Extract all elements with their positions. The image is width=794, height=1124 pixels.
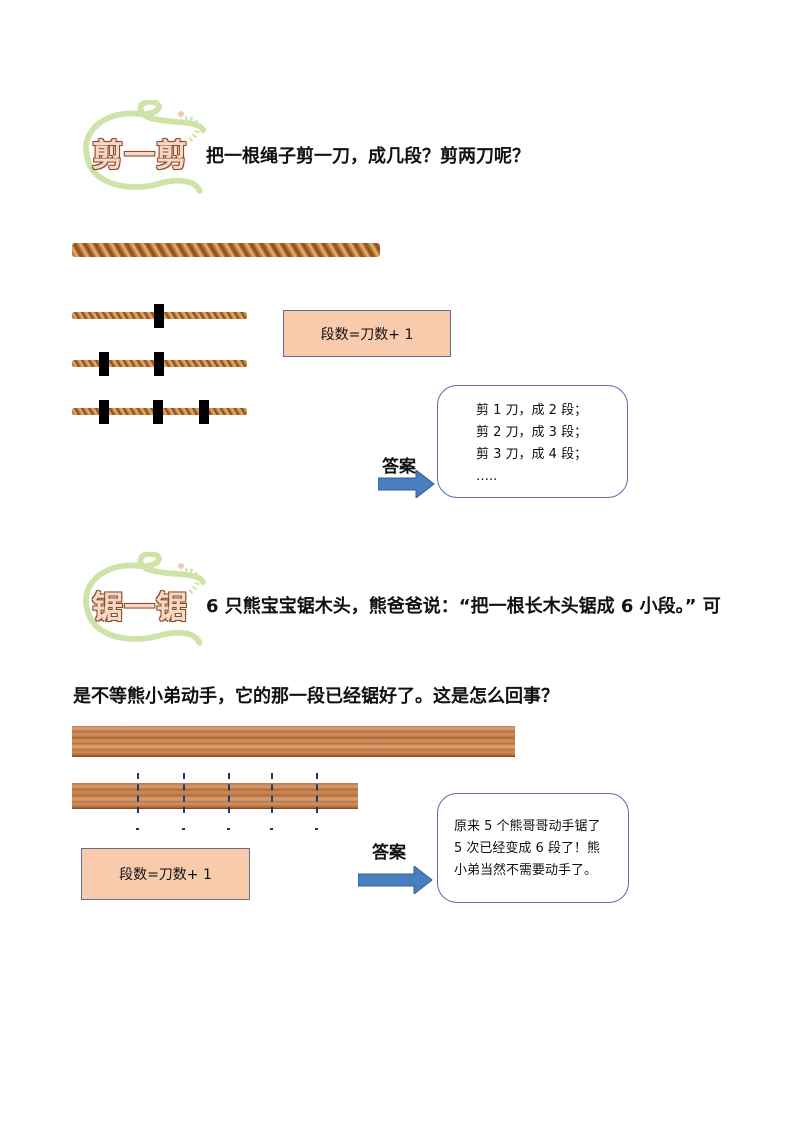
formula-text: 段数=刀数+ 1: [320, 326, 414, 343]
answer-line: 剪 2 刀，成 3 段；: [476, 425, 588, 440]
sawed-log: [72, 783, 358, 809]
badge-saw: 锯一锯: [78, 552, 208, 648]
answer-line: 原来 5 个熊哥哥动手锯了: [454, 819, 601, 834]
badge-cut: 剪一剪: [78, 100, 208, 196]
cut-mark: [154, 352, 164, 376]
answer-line: …..: [476, 469, 498, 484]
answer-label: 答案: [372, 843, 406, 863]
answer-line: 剪 3 刀，成 4 段；: [476, 447, 588, 462]
long-log: [72, 726, 515, 757]
answer-bubble: 剪 1 刀，成 2 段； 剪 2 刀，成 3 段； 剪 3 刀，成 4 段； ……: [437, 385, 628, 498]
saw-tick: [270, 828, 273, 830]
answer-line: 5 次已经变成 6 段了！熊: [454, 841, 600, 856]
cut-mark: [153, 400, 163, 424]
section1-question: 把一根绳子剪一刀，成几段？剪两刀呢？: [206, 146, 530, 167]
rope-frame-icon: [83, 100, 206, 195]
section2-question-line1: 6 只熊宝宝锯木头，熊爸爸说：“把一根长木头锯成 6 小段。” 可: [206, 596, 721, 617]
arrow-right-icon: [378, 470, 435, 498]
saw-line: [137, 773, 139, 813]
section2-question-line2: 是不等熊小弟动手，它的那一段已经锯好了。这是怎么回事？: [73, 686, 559, 707]
answer-bubble: 原来 5 个熊哥哥动手锯了 5 次已经变成 6 段了！熊 小弟当然不需要动手了。: [437, 793, 629, 903]
saw-tick: [182, 828, 185, 830]
cut-mark: [154, 304, 164, 328]
arrow-right-icon: [358, 866, 433, 894]
badge-label: 锯一锯: [92, 590, 188, 626]
long-rope: [72, 243, 380, 257]
saw-line: [228, 773, 230, 813]
answer-label: 答案: [382, 457, 416, 477]
saw-line: [271, 773, 273, 813]
saw-tick: [136, 828, 139, 830]
answer-line: 小弟当然不需要动手了。: [454, 863, 598, 878]
formula-box: 段数=刀数+ 1: [283, 310, 451, 357]
saw-tick: [227, 828, 230, 830]
saw-line: [183, 773, 185, 813]
answer-line: 剪 1 刀，成 2 段；: [476, 403, 588, 418]
formula-box: 段数=刀数+ 1: [81, 848, 250, 900]
formula-text: 段数=刀数+ 1: [119, 867, 212, 883]
cut-mark: [199, 400, 209, 424]
saw-tick: [315, 828, 318, 830]
badge-label: 剪一剪: [92, 138, 188, 174]
cut-mark: [99, 352, 109, 376]
rope-frame-icon: [83, 552, 206, 647]
cut-mark: [99, 400, 109, 424]
saw-line: [316, 773, 318, 813]
